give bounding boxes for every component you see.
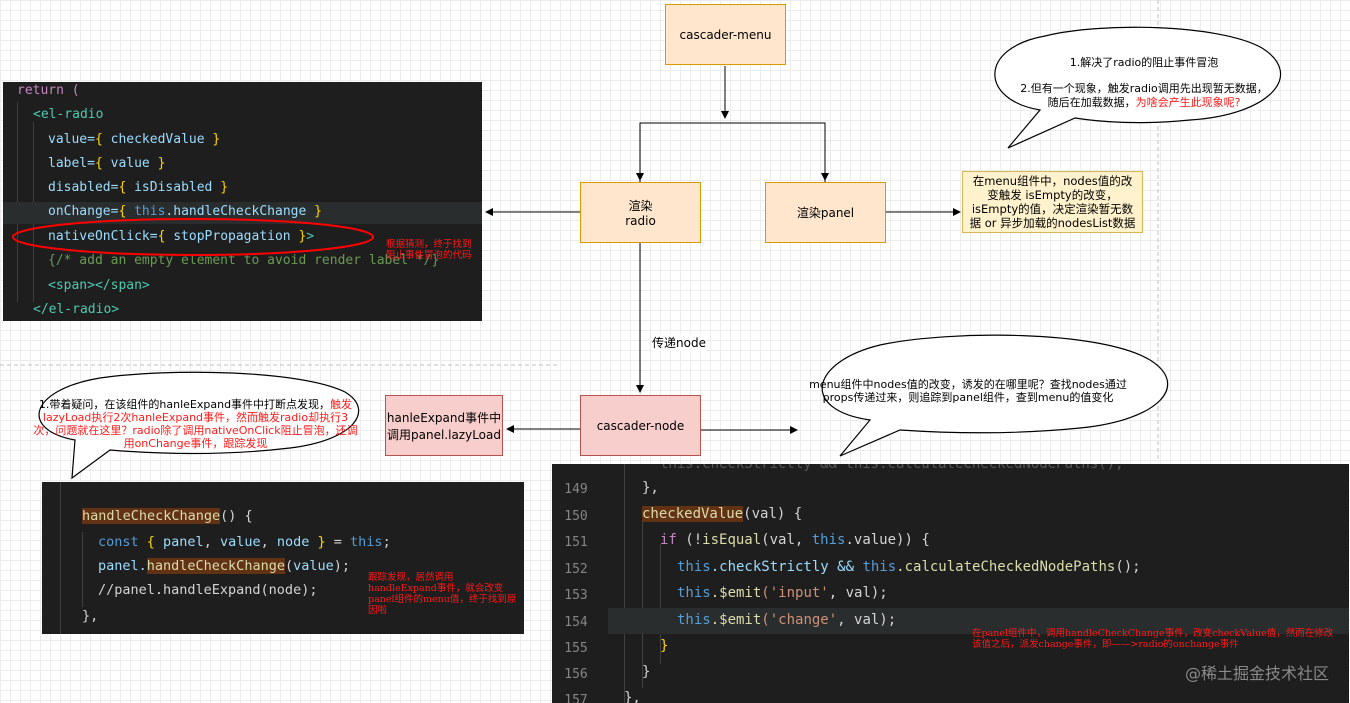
code1-value-val: checkedValue: [110, 132, 205, 147]
line-number-149: 149: [564, 482, 588, 497]
code2-fn-name: handleCheckChange: [82, 508, 221, 524]
line-number-154: 154: [564, 615, 588, 630]
line-number-152: 152: [564, 562, 588, 577]
line-number-156: 156: [564, 667, 588, 682]
bubble-top-shape: [994, 26, 1282, 149]
code1-comment: {/* add an empty element to avoid render…: [48, 253, 440, 268]
render-panel-label: 渲染panel: [796, 206, 855, 220]
bubble-top-line-1: 1.解决了radio的阻止事件冒泡: [1069, 56, 1219, 69]
bubble-top-text: 1.解决了radio的阻止事件冒泡 2.但有一个现象，触发radio调用先出现暂…: [1005, 56, 1283, 110]
red-note-3: 在panel组件中，调用handleCheckChange事件，改变checkV…: [972, 628, 1334, 650]
bubble-mid-text: menu组件中nodes值的改变，诱发的在哪里呢？查找nodes通过props传…: [809, 378, 1127, 404]
code3-152-this: this: [677, 559, 711, 575]
render-panel-node: 渲染panel: [765, 182, 886, 243]
code1-onchange-this: this: [134, 204, 166, 219]
code1-label-val: value: [110, 156, 150, 171]
bubble-top-question: 为啥会产生此现象呢?: [1135, 96, 1241, 109]
code3-153-this: this: [677, 585, 711, 601]
cascader-node-label: cascader-node: [596, 418, 685, 433]
render-radio-label-2: radio: [625, 214, 656, 228]
code1-disabled-val: isDisabled: [134, 180, 213, 195]
hanle-expand-label-2: 调用panel.lazyLoad: [387, 427, 501, 442]
render-radio-node: 渲染 radio: [580, 182, 701, 243]
highlight-ellipse: [12, 218, 374, 256]
code3-154-this: this: [677, 612, 711, 628]
code3-149: },: [642, 480, 659, 496]
code3-154-change: ('change': [761, 612, 838, 628]
code2-close: },: [82, 608, 99, 624]
edge-split: [639, 122, 826, 183]
code1-label-attr: label=: [48, 156, 95, 171]
code3-152-this2: this: [862, 559, 897, 575]
cascader-menu-label: cascader-menu: [679, 27, 772, 42]
code3-151-args: (val,: [761, 532, 812, 548]
menu-note: 在menu组件中，nodes值的改变触发 isEmpty的改变，isEmpty的…: [962, 171, 1143, 233]
bubble-top-line-3: 随后在加载数据，: [1047, 96, 1136, 109]
code3-156: }: [642, 664, 651, 680]
cascader-menu-node: cascader-menu: [665, 4, 786, 65]
code3-152-end: ();: [1115, 559, 1141, 575]
hanle-expand-label-1: hanleExpand事件中: [386, 410, 502, 425]
red-note-2: 跟踪发现，居然调用handleExpand事件，就会改变panel组件的menu…: [368, 572, 517, 616]
code2-panel: panel: [163, 534, 204, 550]
code3-151-paren: (!: [685, 532, 703, 548]
line-number-157: 157: [564, 693, 588, 703]
code3-154-end: , val);: [837, 612, 897, 628]
bubble-left-shape: [38, 371, 360, 480]
code1-close-radio: </el-radio>: [33, 302, 120, 317]
code3-155: }: [660, 638, 669, 654]
code1-disabled-attr: disabled=: [48, 180, 119, 195]
code1-return: return (: [17, 83, 80, 98]
code1-nativeonclick-attr: nativeOnClick=: [48, 229, 158, 244]
bubble-left-line-2: 触发lazyLoad执行2次hanleExpand事件，然而触发radio却执行…: [33, 398, 358, 450]
code2-node: node: [276, 534, 310, 550]
bubble-left-text: 1.带着疑问，在该组件的hanleExpand事件中打断点发现，触发lazyLo…: [33, 398, 358, 450]
code-block-handle: handleCheckChange() { const { panel, val…: [42, 482, 524, 634]
code3-153-input: ('input': [761, 585, 829, 601]
code3-150-rest: (val) {: [743, 506, 803, 522]
hanle-expand-node: hanleExpand事件中 调用panel.lazyLoad: [385, 395, 503, 456]
code1-nativeonclick-val: stopPropagation: [173, 229, 291, 244]
code2-value: value: [219, 534, 261, 550]
red-note-1: 根据猜测，终于找到阻止事件冒泡的代码: [386, 239, 472, 261]
code3-151-rest: .value)) {: [845, 532, 930, 548]
cascader-node-node: cascader-node: [580, 395, 701, 456]
line-number-153: 153: [564, 588, 588, 603]
code3-150-fn: checkedValue: [642, 506, 744, 522]
code2-call-arg: value: [293, 558, 334, 574]
code-block-radio: return ( <el-radio value={ checkedValue …: [3, 82, 482, 321]
code1-el-radio: <el-radio: [33, 107, 104, 122]
code3-151-if: if: [660, 532, 677, 548]
bubble-top-line-2: 2.但有一个现象，触发radio调用先出现暂无数据，: [1020, 82, 1268, 95]
code3-151-this: this: [811, 532, 846, 548]
code1-onchange-attr: onChange=: [48, 204, 119, 219]
code1-value-attr: value=: [48, 132, 95, 147]
code2-panel-call: panel.: [98, 558, 147, 574]
code1-span: <span></span>: [48, 278, 150, 293]
code1-onchange-val: .handleCheckChange: [165, 204, 307, 219]
code2-fn-paren: () {: [220, 508, 253, 524]
render-radio-label-1: 渲染: [628, 199, 653, 213]
code2-this: this: [350, 534, 383, 550]
code3-154-emit: .$emit: [710, 612, 762, 628]
code3-152-calc: .calculateCheckedNodePaths: [896, 559, 1116, 575]
code3-152-strict: .checkStrictly &&: [710, 559, 863, 575]
code2-call-fn: handleCheckChange: [146, 558, 285, 574]
code3-153-end: , val);: [828, 585, 888, 601]
code3-153-emit: .$emit: [710, 585, 762, 601]
line-number-151: 151: [564, 535, 588, 550]
code3-157: },: [624, 690, 641, 703]
bubble-mid-shape: [821, 334, 1169, 457]
watermark: @稀土掘金技术社区: [1184, 664, 1329, 683]
line-number-155: 155: [564, 641, 588, 656]
edge-label-pass-node: 传递node: [652, 334, 706, 351]
code3-151-isequal: isEqual: [702, 532, 762, 548]
line-number-150: 150: [564, 509, 588, 524]
code-block-checked-value: 149 150 151 152 153 154 155 156 157 this…: [552, 464, 1349, 703]
bubble-left-line-1: 1.带着疑问，在该组件的hanleExpand事件中打断点发现，: [38, 398, 331, 411]
code2-comment: //panel.handleExpand(node);: [98, 582, 318, 598]
code2-const: const: [98, 534, 139, 550]
